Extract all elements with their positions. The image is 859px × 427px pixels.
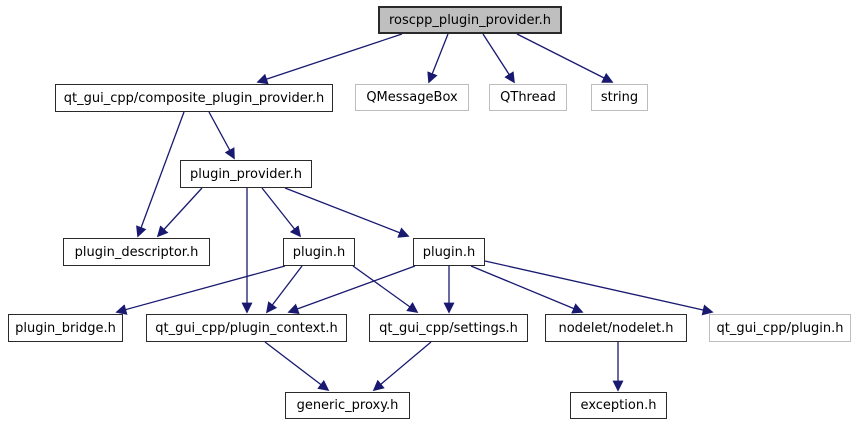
node-plugin-b[interactable]: plugin.h — [413, 238, 485, 266]
node-nodelet[interactable]: nodelet/nodelet.h — [545, 314, 687, 342]
node-label: QThread — [500, 90, 556, 105]
edge-plugin-provider-to-plugin-descriptor — [156, 187, 203, 238]
node-label: nodelet/nodelet.h — [558, 320, 674, 336]
node-label: generic_proxy.h — [296, 398, 399, 413]
edge-plugin-a-to-settings — [352, 265, 419, 313]
node-label: plugin_bridge.h — [15, 320, 116, 336]
edge-plugin-provider-to-plugin-b — [284, 187, 410, 238]
edge-root-to-string — [516, 33, 614, 83]
edge-plugin-a-to-plugin-bridge — [115, 265, 286, 315]
node-label: qt_gui_cpp/settings.h — [379, 320, 518, 336]
edge-plugin-b-to-plugin-context — [287, 265, 416, 314]
node-label: plugin.h — [292, 244, 346, 260]
node-label: qt_gui_cpp/plugin.h — [716, 320, 844, 336]
edge-composite-to-plugin-descriptor — [136, 111, 185, 238]
edge-plugin-context-to-generic-proxy — [264, 341, 330, 392]
node-plugin-context[interactable]: qt_gui_cpp/plugin_context.h — [146, 314, 347, 342]
edge-root-to-qmessagebox — [427, 33, 449, 84]
node-plugin-descriptor[interactable]: plugin_descriptor.h — [63, 238, 210, 266]
node-label: qt_gui_cpp/composite_plugin_provider.h — [63, 90, 325, 106]
edge-composite-to-plugin-provider — [208, 111, 235, 160]
node-label: qt_gui_cpp/plugin_context.h — [155, 320, 338, 336]
edge-plugin-a-to-plugin-context — [265, 265, 303, 314]
edge-root-to-composite-provider — [256, 33, 403, 85]
node-label: QMessageBox — [366, 90, 458, 105]
node-composite-plugin-provider[interactable]: qt_gui_cpp/composite_plugin_provider.h — [55, 84, 333, 112]
node-roscpp-plugin-provider: roscpp_plugin_provider.h — [378, 6, 562, 34]
node-label: plugin_descriptor.h — [74, 244, 199, 260]
node-string: string — [591, 84, 648, 111]
node-plugin-a[interactable]: plugin.h — [283, 238, 355, 266]
edge-plugin-b-to-nodelet — [470, 265, 584, 314]
node-exception[interactable]: exception.h — [570, 392, 667, 419]
edge-plugin-b-to-qt-gui-cpp-plugin — [484, 260, 714, 316]
node-generic-proxy[interactable]: generic_proxy.h — [285, 392, 410, 419]
edge-settings-to-generic-proxy — [372, 341, 432, 392]
node-label: plugin.h — [422, 244, 476, 260]
node-label: exception.h — [580, 398, 657, 413]
node-label: string — [600, 90, 639, 105]
node-plugin-bridge[interactable]: plugin_bridge.h — [8, 314, 123, 342]
node-qt-gui-cpp-plugin: qt_gui_cpp/plugin.h — [709, 314, 851, 342]
node-label: plugin_provider.h — [189, 166, 303, 182]
node-plugin-provider[interactable]: plugin_provider.h — [180, 160, 312, 188]
node-settings[interactable]: qt_gui_cpp/settings.h — [369, 314, 528, 342]
edge-plugin-provider-to-plugin-a — [261, 187, 302, 238]
node-qthread: QThread — [489, 84, 567, 111]
node-label: roscpp_plugin_provider.h — [389, 12, 551, 28]
node-qmessagebox: QMessageBox — [355, 84, 469, 111]
edge-root-to-qthread — [482, 33, 515, 84]
